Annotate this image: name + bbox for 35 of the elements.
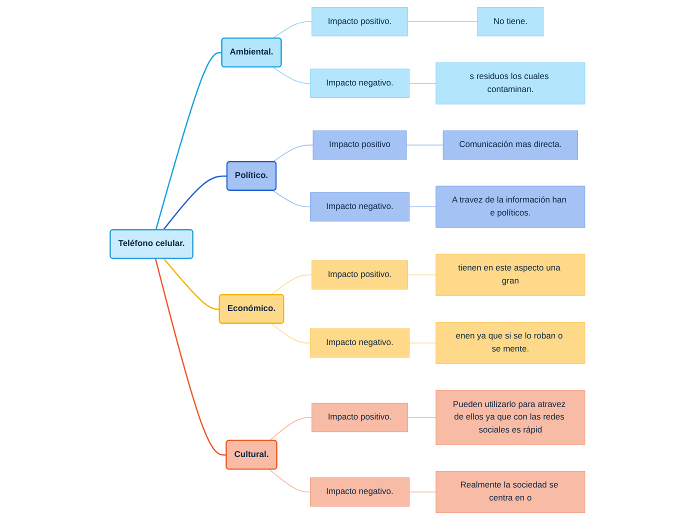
node-box: Impacto positivo. [312,260,408,290]
connector [408,274,437,276]
connector [155,258,227,456]
connector [408,21,478,22]
node-box: Impacto negativo. [310,328,410,358]
connector [406,144,444,146]
node-box: Realmente la sociedad se centra en o [436,470,586,513]
node-box: Impacto positivo. [312,402,408,432]
connector [409,342,437,344]
connector [409,206,437,208]
node-box: Impacto positivo [313,130,408,160]
node-box: Pueden utilizarlo para atravez de ellos ya que con las redes sociales es rápid [436,390,586,445]
connector [409,82,437,84]
connector [163,175,228,230]
connector [156,52,222,230]
connector [164,258,220,310]
connector [269,468,311,492]
node-box: Impacto positivo. [312,7,408,36]
connector [272,144,314,162]
node-box: enen ya que si se lo roban o se mente. [436,322,586,364]
connector [272,190,311,208]
node-box: s residuos los cuales contaminan. [436,62,586,104]
connector [270,323,311,344]
connector [408,417,437,418]
node-box: tienen en este aspecto una gran [436,254,586,296]
node-box: A travez de la información han e políticos. [436,186,586,228]
node-box: Impacto negativo. [310,192,410,222]
node-box: Impacto negativo. [310,477,410,507]
connector [272,66,311,84]
connector [270,274,313,296]
connector [272,21,313,39]
node-box: Impacto negativo. [310,68,410,98]
connector [269,417,313,442]
node-box: Comunicación mas directa. [443,130,578,160]
node-box: No tiene. [478,7,544,36]
